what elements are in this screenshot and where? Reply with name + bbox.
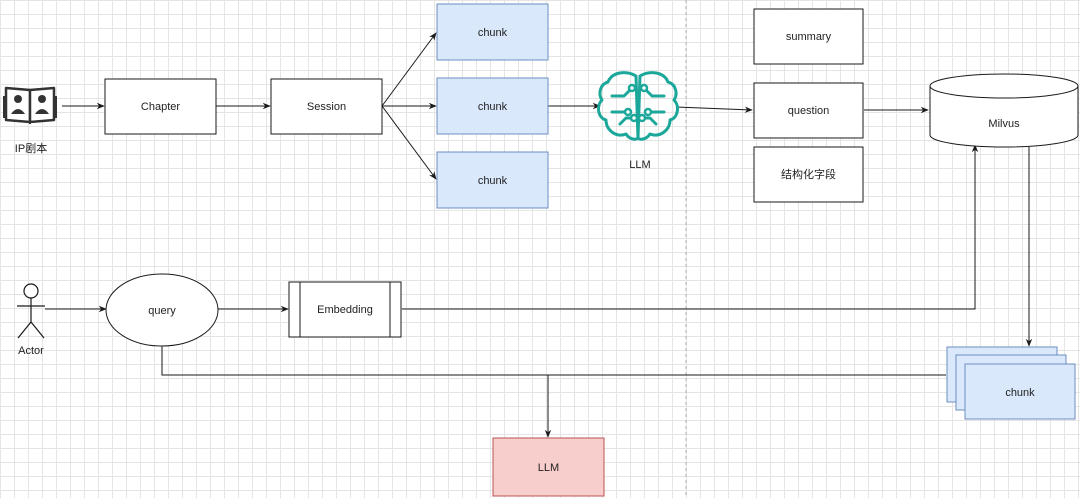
chunk-stack-layer-3 bbox=[964, 363, 1076, 420]
source-node: IP剧本 bbox=[3, 86, 57, 155]
edge-session-to-chunk-top bbox=[381, 32, 437, 107]
session-node: Session bbox=[270, 78, 383, 135]
stick-figure-icon bbox=[17, 283, 45, 339]
brain-circuit-nodes bbox=[623, 83, 653, 123]
chunk-mid-label: chunk bbox=[478, 101, 508, 113]
llm-node: LLM bbox=[597, 71, 679, 171]
structured-fields-node: 结构化字段 bbox=[753, 146, 864, 203]
actor-node: Actor bbox=[17, 283, 45, 357]
edge-query-to-chunks-bus bbox=[161, 346, 946, 376]
chunk-top-node: chunk bbox=[436, 3, 549, 61]
chunk-mid-node: chunk bbox=[436, 77, 549, 135]
chunk-bottom-label: chunk bbox=[478, 175, 508, 187]
chunk-stack-label: chunk bbox=[1005, 387, 1035, 399]
actor-label: Actor bbox=[18, 345, 44, 357]
edge-embedding-to-milvus bbox=[402, 144, 979, 310]
summary-node: summary bbox=[753, 8, 864, 65]
book-icon bbox=[3, 86, 57, 124]
chunk-bottom-node: chunk bbox=[436, 151, 549, 209]
summary-label: summary bbox=[786, 31, 832, 43]
edge-llm-to-question bbox=[675, 106, 753, 113]
structured-fields-label: 结构化字段 bbox=[781, 167, 836, 181]
llm-final-node: LLM bbox=[492, 437, 605, 497]
llm-mid-label: LLM bbox=[629, 159, 650, 171]
chunk-stack-node: chunk bbox=[946, 346, 1076, 420]
chunk-top-label: chunk bbox=[478, 27, 508, 39]
milvus-label: Milvus bbox=[988, 118, 1020, 130]
chapter-label: Chapter bbox=[141, 101, 180, 113]
edges bbox=[45, 32, 1033, 438]
brain-circuit-icon bbox=[597, 71, 679, 141]
llm-final-label: LLM bbox=[538, 462, 559, 474]
question-label: question bbox=[788, 105, 830, 117]
source-label: IP剧本 bbox=[15, 141, 47, 155]
milvus-node: Milvus bbox=[929, 73, 1079, 148]
session-label: Session bbox=[307, 101, 346, 113]
query-label: query bbox=[148, 305, 176, 317]
embedding-label: Embedding bbox=[317, 304, 373, 316]
query-node: query bbox=[105, 273, 219, 347]
embedding-node: Embedding bbox=[288, 281, 402, 338]
edge-session-to-chunk-bottom bbox=[381, 105, 437, 180]
chapter-node: Chapter bbox=[104, 78, 217, 135]
question-node: question bbox=[753, 82, 864, 139]
